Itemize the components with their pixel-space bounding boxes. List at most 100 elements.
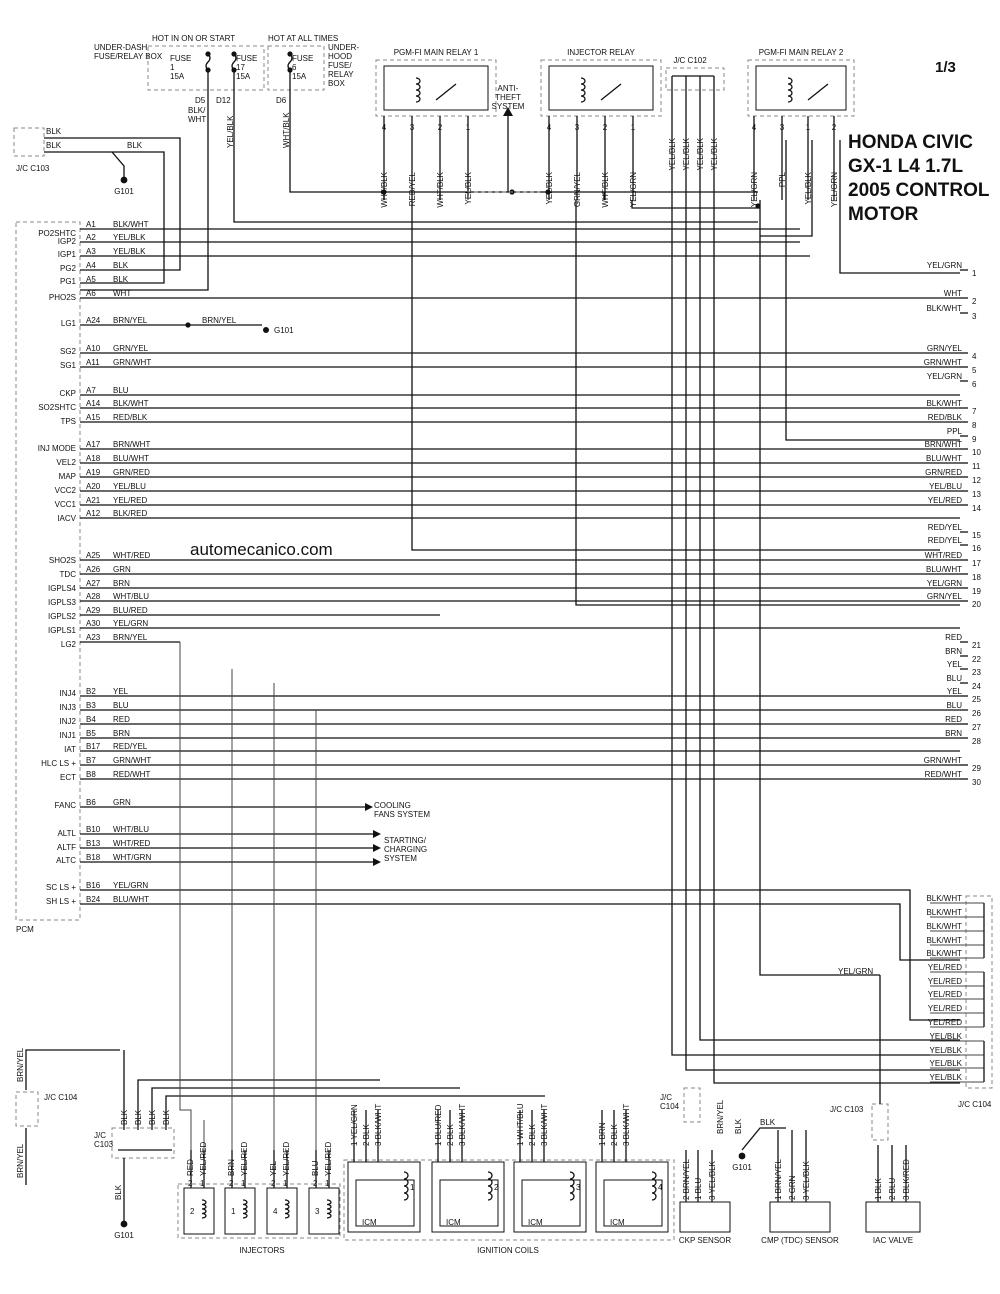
injector-body [183, 1187, 215, 1235]
jc-c103-bottom-label: C103 [94, 1140, 114, 1149]
coil-wire-label: 3 BLK/WHT [540, 1104, 549, 1146]
pcm-wire-label: RED/WHT [113, 770, 150, 779]
relay-contact [600, 83, 622, 101]
connector-wire-label: GRN/WHT [924, 358, 962, 367]
connector-wire-label: BLU [946, 701, 962, 710]
jc-c104-ckp-label: C104 [660, 1102, 680, 1111]
pcm-function-label: SH LS + [46, 897, 76, 906]
relay-contact [435, 83, 457, 101]
pcm-pin-number: B7 [86, 756, 96, 765]
connector-wire-label: BLK/WHT [926, 304, 962, 313]
pcm-pin-number: A28 [86, 592, 101, 601]
injector-pin: 2 [313, 1179, 318, 1188]
connector-wire-label: PPL [947, 427, 963, 436]
connector-number: 22 [972, 655, 981, 664]
wire-label: BLK [46, 141, 62, 150]
coil-wire-label: 1 BRN [598, 1122, 607, 1146]
jc-c102-box [665, 67, 725, 91]
pcm-wire-label: BLU/WHT [113, 895, 149, 904]
pcm-pin-number: A1 [86, 220, 96, 229]
charging-system-label: STARTING/ [384, 836, 427, 845]
jc-wire-label: YEL/BLK [930, 1073, 963, 1082]
jc-wire-label: BLK/WHT [926, 922, 962, 931]
pcm-pin-number: B8 [86, 770, 96, 779]
wire-label: BRN/YEL [716, 1099, 725, 1134]
pcm-pin-number: A19 [86, 468, 101, 477]
pcm-function-label: SG1 [60, 361, 77, 370]
sensor-wire-label: 1 BLU [694, 1178, 703, 1200]
jc-c104-ckp-label: J/C [660, 1093, 672, 1102]
wire-blk-wht-d5 [80, 70, 209, 291]
pcm-function-label: PHO2S [49, 293, 76, 302]
coil-inner [439, 1179, 499, 1227]
wire-grn-yel [575, 200, 960, 606]
ground-label: G101 [114, 1231, 134, 1240]
connector-number: 28 [972, 737, 981, 746]
anti-theft-label: ANTI- [498, 84, 519, 93]
connector-number: 26 [972, 709, 981, 718]
jc-wire-label: YEL/BLK [930, 1059, 963, 1068]
injector-wire-label: BLU [311, 1160, 320, 1176]
relay-wire-label: YEL/BLK [804, 171, 813, 204]
connector-number: 5 [972, 366, 977, 375]
pcm-pin-number: B10 [86, 825, 101, 834]
coils-group [343, 1159, 675, 1241]
pcm-pin-number: A26 [86, 565, 101, 574]
underhood-box-label: RELAY [328, 70, 354, 79]
relay-coil-symbol [787, 77, 793, 103]
wire-yel-blk-a [671, 90, 960, 1056]
connector-wire-label: BLK/WHT [926, 399, 962, 408]
pcm-wire-label: WHT/RED [113, 551, 151, 560]
fuse-label: 17 [236, 63, 245, 72]
injector-number: 2 [190, 1207, 195, 1216]
wire-label: BLK [127, 141, 143, 150]
injector-body [224, 1187, 256, 1235]
diagram-title: GX-1 L4 1.7L [848, 156, 963, 177]
pcm-function-label: TDC [60, 570, 77, 579]
relay-name: PGM-FI MAIN RELAY 2 [759, 48, 844, 57]
pcm-function-label: SC LS + [46, 883, 76, 892]
connector-wire-label: WHT [944, 289, 962, 298]
pcm-function-label: IGP2 [58, 237, 77, 246]
ckp-sensor-label: CKP SENSOR [679, 1236, 732, 1245]
pcm-function-label: SHO2S [49, 556, 76, 565]
sensor-wire-label: 2 BRN/YEL [682, 1159, 691, 1200]
jc-wire-label: YEL/RED [928, 977, 962, 986]
underhood-box-label: UNDER- [328, 43, 359, 52]
wire-label: BRN/YEL [202, 316, 237, 325]
injector-pin: 1 [200, 1179, 205, 1188]
connector-wire-label: RED/WHT [925, 770, 962, 779]
splice-dot [381, 189, 387, 195]
iac-valve-label: IAC VALVE [873, 1236, 913, 1245]
pcm-function-label: ALTF [57, 843, 76, 852]
pcm-wire-label: RED/YEL [113, 742, 148, 751]
coil-symbol [651, 1171, 657, 1201]
coil-inner [603, 1179, 663, 1227]
pcm-wire-label: BRN/YEL [113, 633, 148, 642]
anti-theft-label: THEFT [495, 93, 521, 102]
wire-yel-blk-d [713, 90, 960, 1084]
wire-blk-coil [151, 1087, 460, 1100]
relay-pin-number: 1 [466, 123, 471, 132]
pcm-wire-label: GRN [113, 565, 131, 574]
injector-coil [284, 1199, 290, 1219]
injectors-label: INJECTORS [239, 1246, 284, 1255]
jc-wire-label: YEL/BLK [668, 137, 677, 170]
wire-blk-g101 [111, 151, 125, 180]
jc-wire-label: YEL/BLK [710, 137, 719, 170]
connector-wire-label: RED/YEL [928, 523, 963, 532]
connector-number: 15 [972, 531, 981, 540]
relay-box [540, 59, 662, 117]
splice-dot [185, 322, 191, 328]
pcm-wire-label: BLU [113, 386, 129, 395]
splice-dot [545, 189, 551, 195]
injector-pin: 1 [241, 1179, 246, 1188]
connector-wire-label: YEL/GRN [927, 261, 962, 270]
ckp-sensor-body [679, 1201, 731, 1233]
relay-pin-number: 2 [603, 123, 608, 132]
connector-number: 6 [972, 380, 977, 389]
cmp-sensor-label: CMP (TDC) SENSOR [761, 1236, 839, 1245]
injector-wire-label: RED [186, 1159, 195, 1176]
sensor-wire-label: 2 GRN [788, 1175, 797, 1200]
